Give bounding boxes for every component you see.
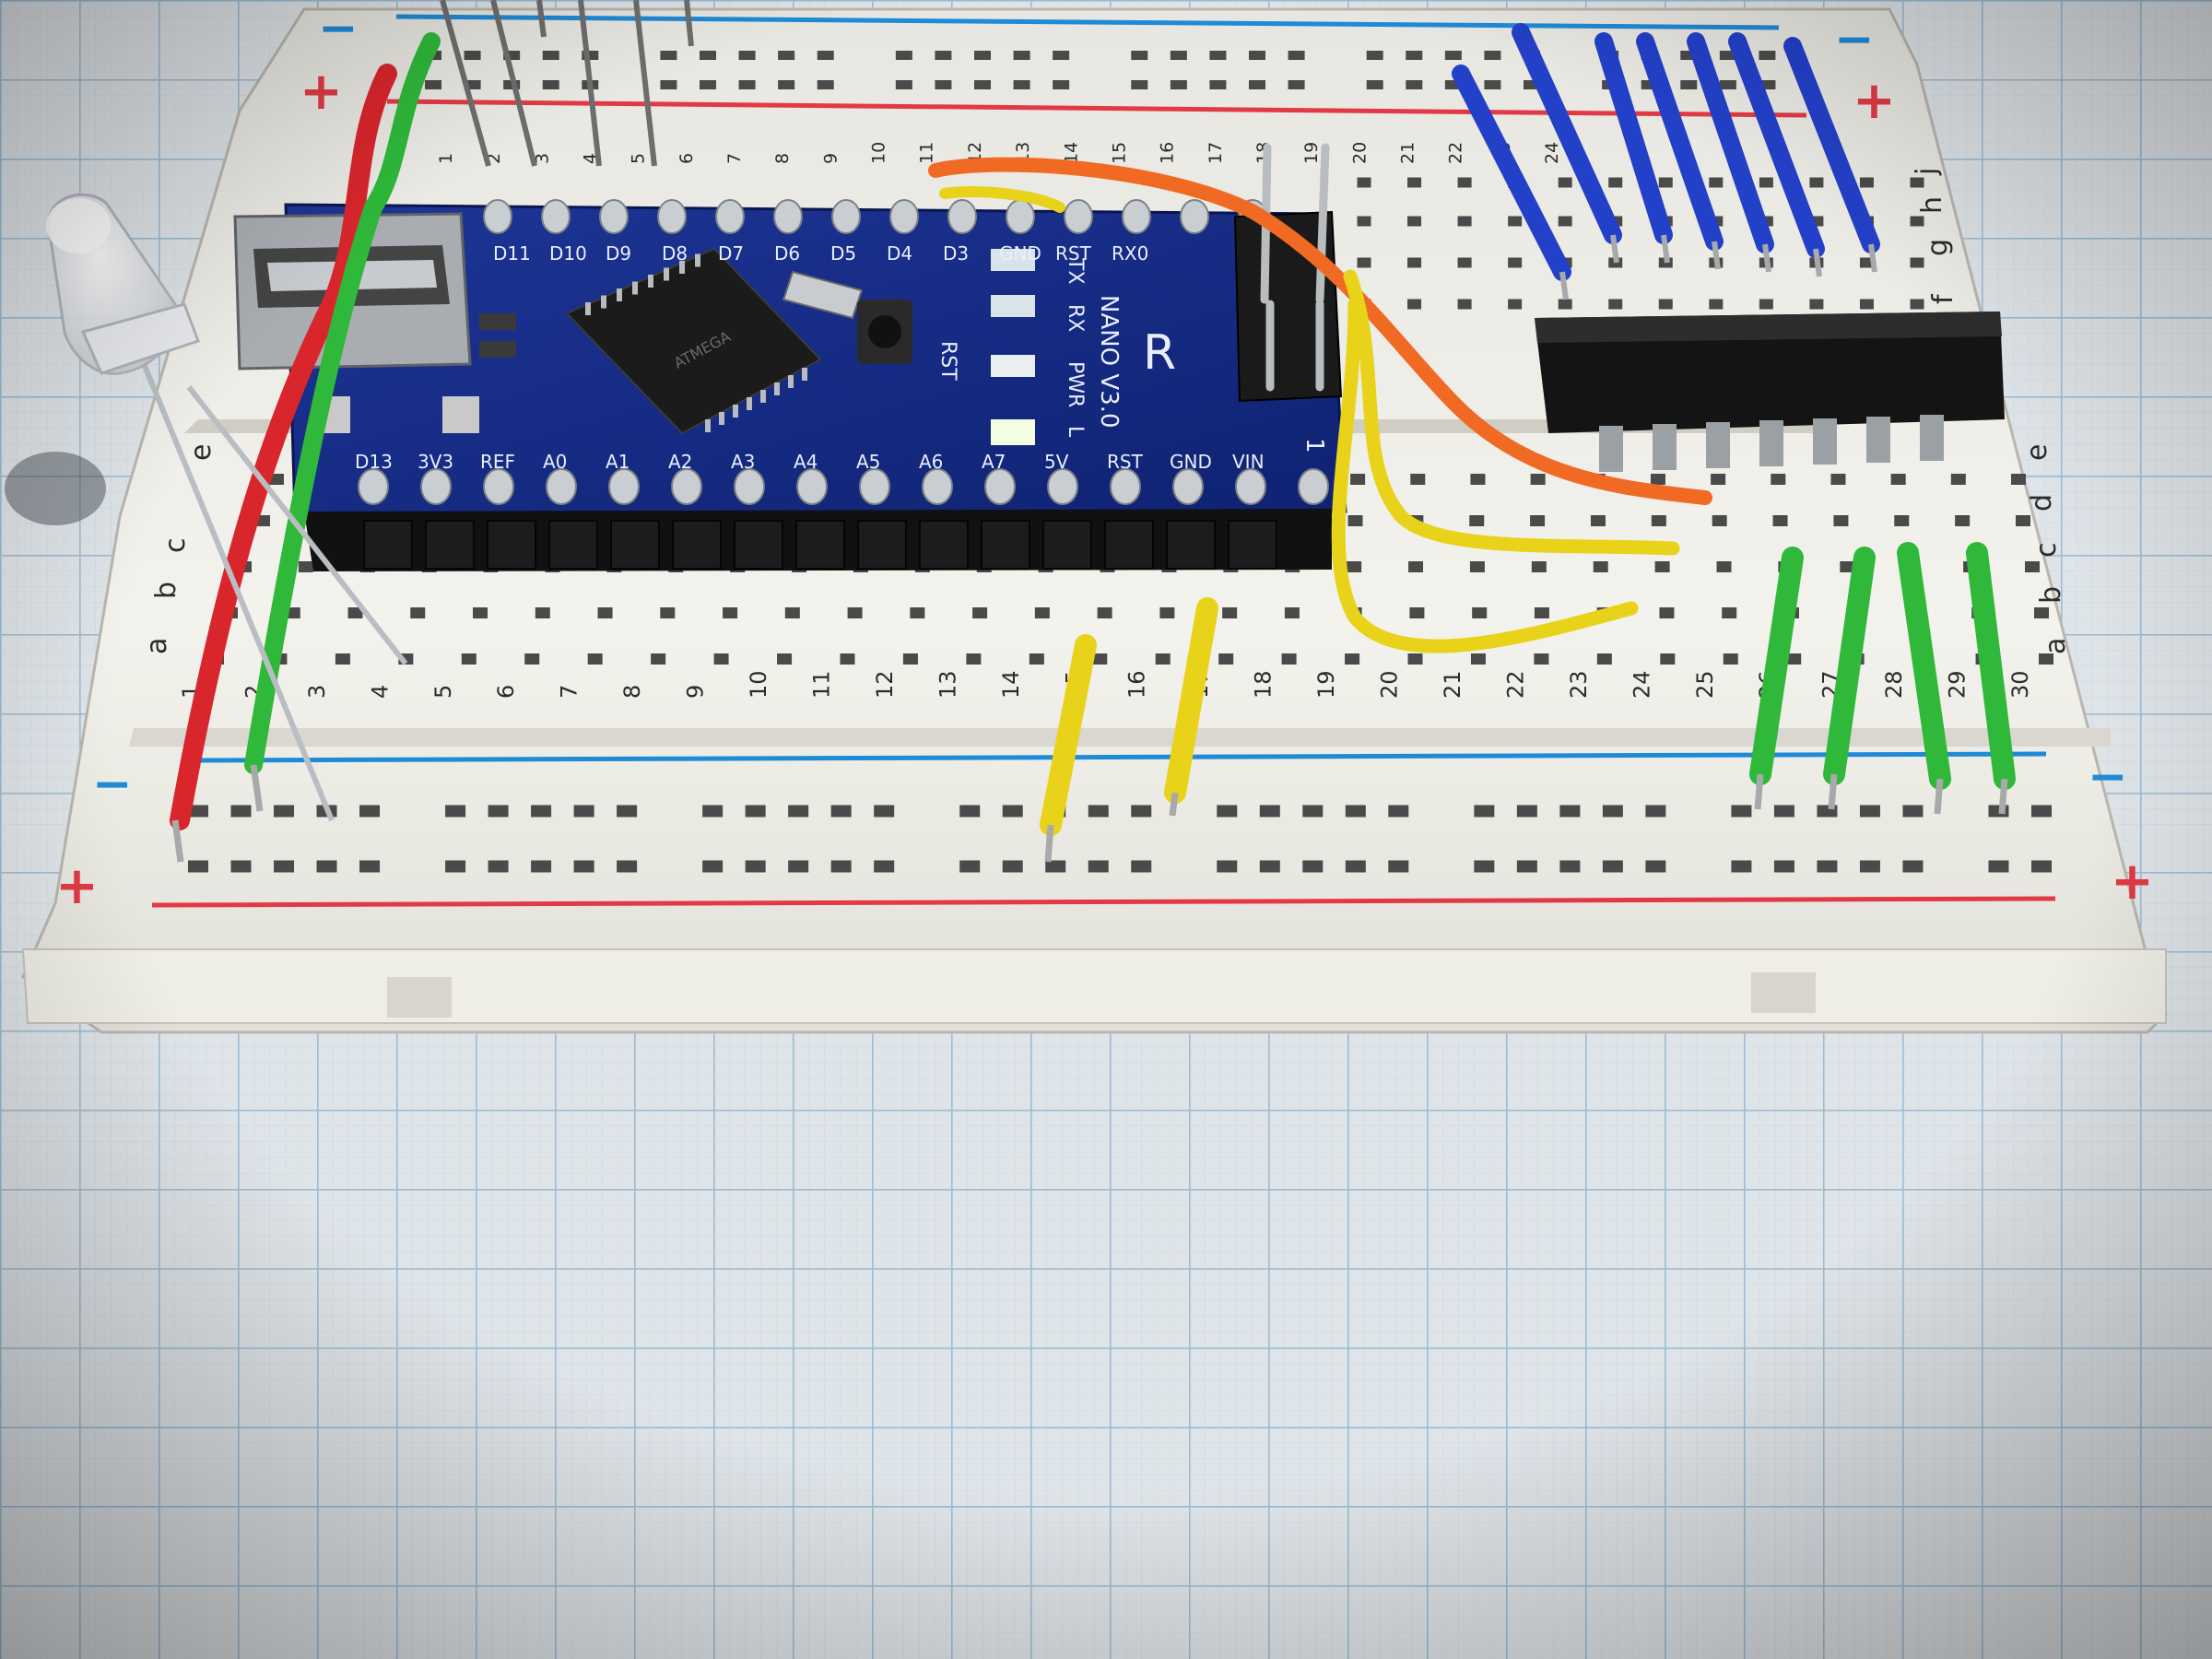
row-number: 28: [1881, 670, 1907, 699]
row-number: 8: [772, 153, 793, 164]
row-number: 21: [1397, 142, 1418, 164]
top-pin-label: D6: [774, 242, 800, 265]
silk-l: L: [1064, 426, 1087, 438]
header-pin1-label: 1: [1300, 438, 1328, 453]
row-number: 23: [1566, 670, 1592, 699]
row-number: 6: [677, 153, 697, 164]
rail-plus-sign-top-left: +: [300, 62, 343, 122]
top-pin-label: D3: [943, 242, 969, 265]
row-number: 20: [1377, 670, 1403, 699]
row-number: 25: [1692, 670, 1718, 699]
rail-plus-sign-left: +: [55, 856, 99, 916]
row-number: 17: [1206, 142, 1226, 164]
rail-minus-sign-top-right: −: [1834, 12, 1875, 67]
silk-pwr: PWR: [1064, 361, 1087, 407]
rail-minus-sign-top-left: −: [318, 1, 359, 56]
rail-plus-sign-right: +: [2111, 852, 2154, 912]
svg-text:a: a: [141, 638, 173, 654]
row-number: 21: [1440, 670, 1465, 699]
row-number: 4: [367, 685, 393, 699]
svg-text:f: f: [1927, 293, 1959, 304]
svg-text:c: c: [159, 538, 192, 554]
row-number: 30: [2007, 670, 2033, 699]
row-number: 9: [820, 153, 841, 164]
top-pin-label: RST: [1055, 242, 1092, 265]
row-number: 16: [1124, 670, 1150, 699]
row-number: 10: [869, 142, 889, 164]
row-number: 12: [872, 670, 898, 699]
top-pin-label: D5: [830, 242, 856, 265]
l-led: [991, 419, 1035, 445]
row-number: 29: [1945, 670, 1971, 699]
row-number: 10: [746, 670, 771, 699]
row-number: 22: [1446, 142, 1466, 164]
row-number: 15: [1109, 142, 1129, 164]
board-name: NANO V3.0: [1095, 295, 1123, 429]
rail-plus-sign-top-right: +: [1853, 71, 1896, 131]
rail-minus-sign-left: −: [92, 757, 133, 812]
rail-minus-sign-right: −: [2088, 749, 2128, 805]
row-number: 22: [1502, 670, 1528, 699]
board-logo: R: [1143, 325, 1176, 381]
top-pin-label: GND: [999, 242, 1041, 265]
row-number: 11: [917, 142, 937, 164]
svg-text:j: j: [1911, 168, 1943, 176]
reset-button[interactable]: [857, 300, 912, 364]
row-number: 1: [436, 153, 456, 164]
rx-led: [991, 295, 1035, 317]
svg-text:e: e: [2021, 444, 2053, 461]
top-pin-label: D9: [606, 242, 631, 265]
row-number: 9: [683, 685, 709, 699]
row-number: 14: [998, 670, 1024, 699]
row-number: 5: [629, 153, 649, 164]
svg-text:e: e: [185, 444, 218, 461]
svg-text:h: h: [1916, 196, 1948, 214]
svg-text:a: a: [2040, 638, 2072, 654]
pwr-led: [991, 355, 1035, 377]
arduino-nano-board: ATMEGA TX RX PWR L RST NANO V3.0 R 1 D11…: [233, 199, 1347, 571]
top-pin-label: D8: [662, 242, 688, 265]
row-number: 19: [1301, 142, 1322, 164]
svg-text:g: g: [1922, 239, 1954, 256]
row-number: 13: [935, 670, 960, 699]
row-number: 16: [1158, 142, 1178, 164]
row-number: 7: [724, 153, 745, 164]
row-number: 18: [1251, 670, 1277, 699]
silk-rx: RX: [1064, 304, 1087, 332]
svg-text:b: b: [2035, 586, 2067, 604]
top-pin-label: RX0: [1112, 242, 1148, 265]
row-number: 8: [619, 685, 645, 699]
row-number: 24: [1542, 142, 1562, 164]
row-number: 6: [493, 685, 519, 699]
top-pin-label: D10: [549, 242, 587, 265]
row-number: 7: [557, 685, 582, 699]
svg-text:d: d: [2026, 494, 2058, 512]
row-number: 3: [304, 685, 330, 699]
row-number: 5: [430, 685, 456, 699]
svg-text:c: c: [2030, 543, 2063, 559]
row-number: 24: [1629, 670, 1654, 699]
svg-text:b: b: [150, 582, 182, 599]
top-pin-label: D4: [887, 242, 912, 265]
silk-rst: RST: [936, 341, 959, 381]
row-number: 20: [1349, 142, 1370, 164]
top-pin-label: D11: [493, 242, 531, 265]
row-number: 11: [808, 670, 834, 699]
top-pin-label: D7: [718, 242, 744, 265]
row-number: 19: [1313, 670, 1339, 699]
